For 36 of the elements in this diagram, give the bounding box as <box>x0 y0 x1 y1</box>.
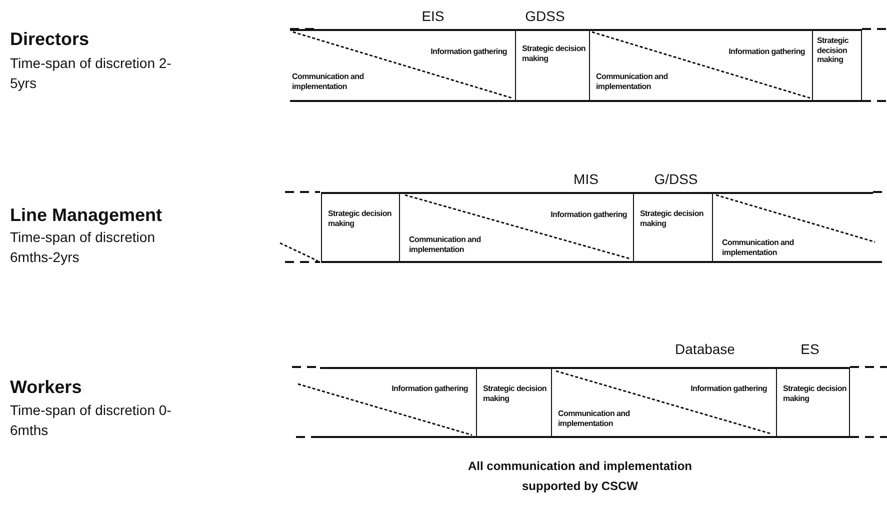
phase-label: Communication and implementation <box>722 238 795 257</box>
system-label: GDSS <box>524 7 566 26</box>
phase-label: Communication and implementation <box>596 72 669 91</box>
phase-label: Information gathering <box>690 384 767 394</box>
phase-label: Strategic decision making <box>522 44 586 63</box>
system-label: G/DSS <box>653 170 699 189</box>
phase-segment <box>713 192 873 263</box>
phase-label: Information gathering <box>390 384 468 394</box>
decision-phase-box <box>633 192 713 263</box>
phase-label: Strategic decision making <box>817 36 850 64</box>
phase-label: Strategic decision making <box>328 209 392 228</box>
decision-phase-box <box>515 29 590 102</box>
phase-label: Strategic decision making <box>783 384 847 403</box>
phase-label: Information gathering <box>550 210 627 220</box>
system-label: MIS <box>572 170 600 189</box>
system-label: Database <box>674 340 736 359</box>
timespan-text: Time-span of discretion 0-6mths <box>10 401 172 440</box>
phase-label: Strategic decision making <box>640 209 704 228</box>
decision-phase-box <box>321 192 400 263</box>
phase-label: Information gathering <box>430 47 507 56</box>
decision-phase-box <box>812 29 862 102</box>
system-label: ES <box>800 340 820 359</box>
decision-phase-box <box>776 367 850 438</box>
row-heading: Directors <box>10 28 90 51</box>
system-label: EIS <box>420 7 446 26</box>
row-heading: Workers <box>10 376 83 399</box>
phase-label: Information gathering <box>728 47 805 56</box>
phase-label: Communication and implementation <box>558 409 631 428</box>
decision-phase-box <box>476 367 552 438</box>
phase-label: Strategic decision making <box>483 384 547 403</box>
timespan-text: Time-span of discretion 2-5yrs <box>10 54 172 93</box>
phase-label: Communication and implementation <box>409 235 482 254</box>
row-heading: Line Management <box>10 204 164 227</box>
phase-label: Communication and implementation <box>292 72 365 91</box>
caption: All communication and implementation supported by CSCW <box>466 458 694 495</box>
timespan-text: Time-span of discretion 6mths-2yrs <box>10 228 156 267</box>
